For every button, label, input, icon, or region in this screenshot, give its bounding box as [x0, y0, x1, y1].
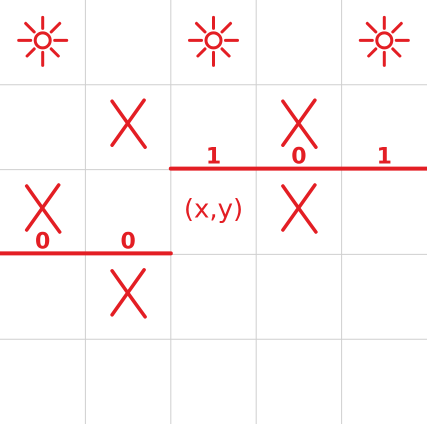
- x-mark: [24, 183, 62, 234]
- cell-value: 0: [35, 229, 50, 254]
- x-marks: [24, 98, 318, 319]
- cell-value: 1: [206, 145, 221, 170]
- coordinate-labels: (x,y): [184, 195, 243, 225]
- x-mark: [281, 98, 318, 149]
- sun-icon: [17, 15, 69, 67]
- x-mark: [281, 183, 318, 234]
- sun-icon: [358, 15, 410, 67]
- barrier-lines: [0, 166, 427, 256]
- coordinate-label: (x,y): [184, 195, 243, 225]
- x-mark: [110, 268, 147, 319]
- cell-value: 1: [377, 145, 392, 170]
- x-mark: [110, 98, 147, 149]
- sun-icon: [188, 15, 239, 67]
- cell-values: 1 0 1 0 0: [35, 145, 392, 255]
- cell-value: 0: [291, 145, 306, 170]
- sun-icons: [17, 15, 410, 67]
- cell-value: 0: [120, 229, 135, 254]
